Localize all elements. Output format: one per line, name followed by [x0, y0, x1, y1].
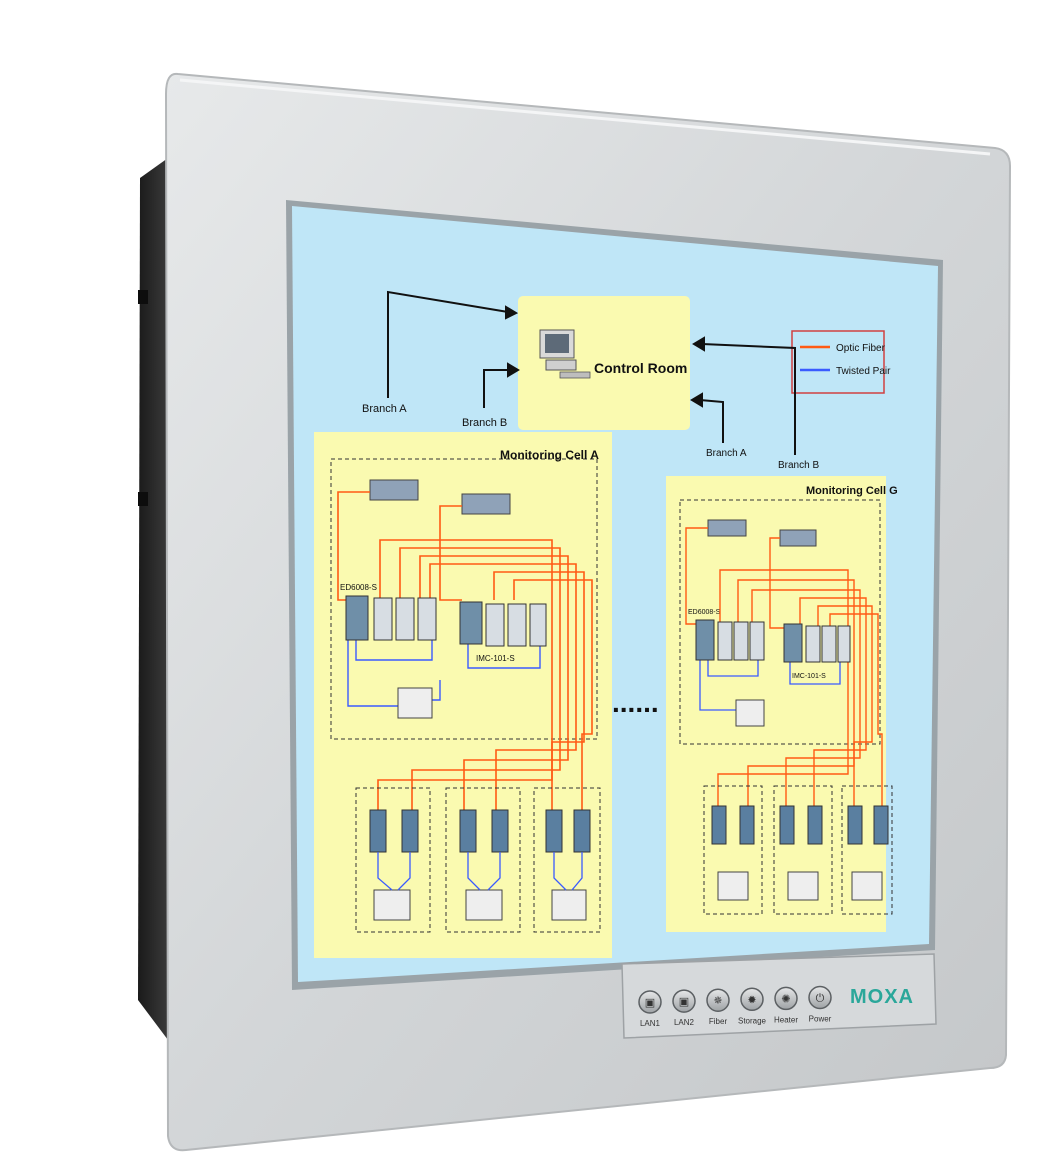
device-icon	[783, 623, 803, 663]
switch-icon	[779, 529, 817, 547]
device-icon	[459, 601, 483, 645]
device-icon	[491, 809, 509, 853]
device-icon	[459, 809, 477, 853]
device-icon	[805, 625, 821, 663]
panel-button-circle[interactable]	[740, 987, 764, 1012]
panel-button-lan1[interactable]: ▣ LAN1	[638, 990, 662, 1028]
control-room-node[interactable]: Control Room	[518, 296, 690, 430]
panel-button-label: Storage	[738, 1016, 767, 1025]
panel-button-power[interactable]: ⏻ Power	[808, 985, 832, 1024]
panel-button-storage[interactable]: ✹ Storage	[738, 987, 767, 1025]
legend: Optic Fiber Twisted Pair	[791, 330, 891, 394]
panel-button-circle[interactable]	[774, 986, 798, 1011]
device-icon	[545, 809, 563, 853]
plc-icon	[735, 699, 765, 727]
device-icon	[401, 809, 419, 853]
cell-a-switch-label: ED6008-S	[340, 583, 377, 592]
cell-a-branch-a: Branch A	[362, 403, 407, 415]
cell-g-converter-label: IMC-101-S	[792, 673, 826, 680]
cell-g-branch-a: Branch A	[706, 448, 747, 459]
heater-icon: ✺	[781, 992, 790, 1005]
front-control-panel: ▣ LAN1 ▣ LAN2 ✵ Fiber ✹ Storage ✺ Heater ⏻ Power MO…	[621, 953, 937, 1039]
device-icon	[779, 805, 795, 845]
device-icon	[417, 597, 437, 641]
plc-icon	[373, 889, 411, 921]
device-icon	[807, 805, 823, 845]
panel-button-heater[interactable]: ✺ Heater	[774, 986, 798, 1024]
uplink-arrows	[387, 290, 796, 455]
fiber-icon: ✵	[713, 994, 722, 1007]
device-icon	[369, 809, 387, 853]
panel-button-circle[interactable]	[706, 988, 730, 1012]
lan-icon: ▣	[645, 996, 655, 1009]
control-room-label: Control Room	[594, 360, 687, 376]
panel-button-circle[interactable]	[808, 985, 832, 1010]
device-icon	[695, 619, 715, 661]
legend-twisted-pair: Twisted Pair	[836, 366, 891, 377]
cell-a-converter-label: IMC-101-S	[476, 654, 515, 663]
device-icon	[837, 625, 851, 663]
panel-button-label: Power	[809, 1015, 832, 1024]
switch-icon	[369, 479, 419, 501]
plc-icon	[851, 871, 883, 901]
panel-button-circle[interactable]	[638, 990, 662, 1014]
switch-icon	[707, 519, 747, 537]
device-icon	[529, 603, 547, 647]
cell-g-title: Monitoring Cell G	[806, 485, 898, 497]
monitoring-cell-g[interactable]: Monitoring Cell G ED6008-S IMC-101-S	[666, 476, 898, 932]
plc-icon	[465, 889, 503, 921]
plc-icon	[717, 871, 749, 901]
panel-button-label: Fiber	[709, 1017, 728, 1026]
power-icon: ⏻	[816, 992, 825, 1005]
device-icon	[733, 621, 749, 661]
device-icon	[485, 603, 505, 647]
lan-icon: ▣	[679, 995, 689, 1008]
device-icon	[873, 805, 889, 845]
device-icon	[749, 621, 765, 661]
monitoring-cell-a[interactable]: Monitoring Cell A ED6008-S IMC-101-S	[314, 432, 612, 958]
plc-icon	[397, 687, 433, 719]
computer-icon	[539, 329, 591, 379]
device-icon	[739, 805, 755, 845]
device-icon	[847, 805, 863, 845]
network-diagram: Control Room Optic Fiber Twisted Pair Br…	[314, 290, 898, 958]
cell-a-branch-b: Branch B	[462, 417, 507, 429]
plc-icon	[551, 889, 587, 921]
device-icon	[717, 621, 733, 661]
panel-button-label: Heater	[774, 1015, 798, 1024]
plc-icon	[787, 871, 819, 901]
panel-button-fiber[interactable]: ✵ Fiber	[706, 988, 730, 1026]
panel-button-lan2[interactable]: ▣ LAN2	[672, 989, 696, 1027]
device-icon	[395, 597, 415, 641]
cell-separator: ......	[612, 687, 659, 718]
device-icon	[507, 603, 527, 647]
panel-button-circle[interactable]	[672, 989, 696, 1013]
cell-g-switch-label: ED6008-S	[688, 609, 721, 616]
device-icon	[821, 625, 837, 663]
device-icon	[345, 595, 369, 641]
switch-icon	[461, 493, 511, 515]
cell-g-branch-b: Branch B	[778, 460, 819, 471]
moxa-logo: MOXA	[850, 986, 914, 1008]
panel-button-label: LAN1	[640, 1019, 661, 1028]
device-icon	[573, 809, 591, 853]
device-icon	[711, 805, 727, 845]
device-icon	[373, 597, 393, 641]
monitor-housing-side	[138, 158, 168, 1040]
panel-button-label: LAN2	[674, 1018, 695, 1027]
cell-a-title: Monitoring Cell A	[500, 448, 599, 462]
legend-optic-fiber: Optic Fiber	[836, 343, 886, 354]
storage-icon: ✹	[747, 993, 756, 1006]
